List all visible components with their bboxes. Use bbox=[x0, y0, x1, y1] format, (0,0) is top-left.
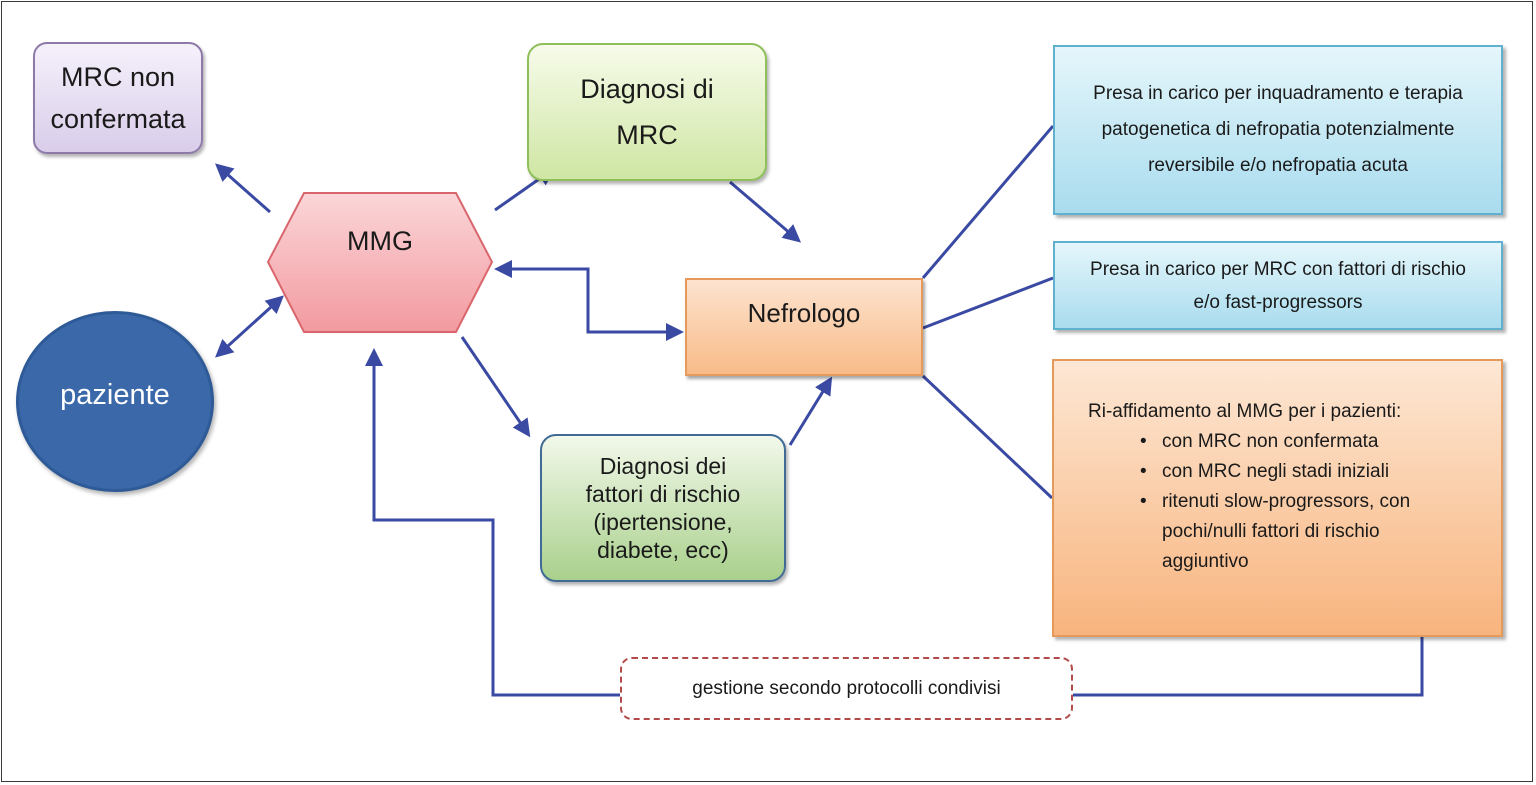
diagnosi-mrc-label: Diagnosi di MRC bbox=[580, 74, 714, 150]
riaffidamento-item: con MRC negli stadi iniziali bbox=[1140, 457, 1452, 487]
mrc-non-confermata-box: MRC non confermata bbox=[33, 42, 203, 154]
mmg-hexagon: MMG bbox=[266, 191, 494, 334]
mmg-label: MMG bbox=[347, 226, 413, 256]
gestione-label: gestione secondo protocolli condivisi bbox=[692, 677, 1001, 699]
gestione-box: gestione secondo protocolli condivisi bbox=[620, 657, 1073, 720]
presa-fattori-box: Presa in carico per MRC con fattori di r… bbox=[1053, 241, 1503, 330]
riaffidamento-intro: Ri-affidamento al MMG per i pazienti: bbox=[1088, 401, 1402, 422]
paziente-label: paziente bbox=[60, 379, 170, 411]
presa-reversibile-label: Presa in carico per inquadramento e tera… bbox=[1093, 83, 1463, 176]
riaffidamento-box: Ri-affidamento al MMG per i pazienti: co… bbox=[1052, 359, 1503, 637]
mmg-hexagon-shape bbox=[266, 192, 494, 333]
diagnosi-fattori-box: Diagnosi dei fattori di rischio (iperten… bbox=[540, 434, 786, 582]
diagnosi-mrc-box: Diagnosi di MRC bbox=[527, 43, 767, 181]
presa-reversibile-box: Presa in carico per inquadramento e tera… bbox=[1053, 45, 1503, 215]
nefrologo-box: Nefrologo bbox=[685, 278, 923, 376]
riaffidamento-item: con MRC non confermata bbox=[1140, 427, 1452, 457]
riaffidamento-item: ritenuti slow-progressors, con pochi/nul… bbox=[1140, 487, 1452, 577]
mrc-non-confermata-label: MRC non confermata bbox=[50, 62, 186, 134]
presa-fattori-label: Presa in carico per MRC con fattori di r… bbox=[1090, 258, 1466, 313]
paziente-circle: paziente bbox=[16, 311, 214, 492]
nefrologo-label: Nefrologo bbox=[747, 297, 861, 328]
riaffidamento-list: con MRC non confermata con MRC negli sta… bbox=[1088, 427, 1452, 577]
diagnosi-fattori-label: Diagnosi dei fattori di rischio (iperten… bbox=[585, 453, 741, 563]
